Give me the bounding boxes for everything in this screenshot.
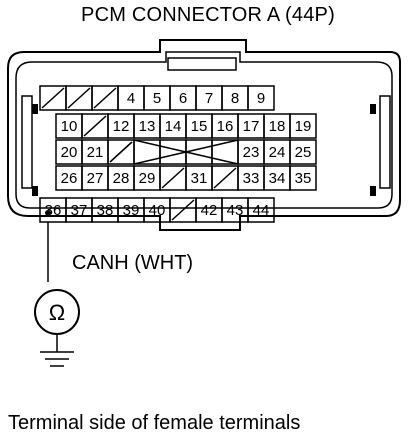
terminal-number: 28: [113, 170, 130, 187]
latch-slot: [167, 57, 237, 71]
ohmmeter-omega: Ω: [49, 300, 65, 325]
empty-cavity-slash: [161, 167, 185, 189]
terminal-number: 35: [295, 170, 312, 187]
terminal-number: 34: [269, 170, 286, 187]
terminal-number: 8: [231, 90, 239, 107]
terminal-grid: 4 5 6 7 8 9 10 12 13 14 15 16 17 18 19 20 21 23 24 25 26 27 28…: [39, 85, 317, 223]
terminal-number: 12: [113, 118, 130, 135]
empty-cavity-slash: [109, 141, 133, 163]
terminal-number: 31: [191, 170, 208, 187]
terminal-number: 42: [201, 202, 218, 219]
terminal-number: 9: [257, 90, 265, 107]
terminal-cell: [289, 139, 317, 165]
corner-key-left-bottom: [32, 186, 38, 196]
terminal-number: 6: [179, 90, 187, 107]
corner-key-left-top: [32, 104, 38, 114]
terminal-number: 5: [153, 90, 161, 107]
empty-cavity-slash: [67, 87, 91, 109]
terminal-number: 23: [243, 144, 260, 161]
terminal-number: 20: [61, 144, 78, 161]
side-key-left: [21, 95, 33, 189]
terminal-number: 7: [205, 90, 213, 107]
terminal-number: 18: [269, 118, 286, 135]
terminal-number: 29: [139, 170, 156, 187]
terminal-number: 4: [127, 90, 135, 107]
empty-cavity-slash: [83, 115, 107, 137]
terminal-number: 33: [243, 170, 260, 187]
terminal-number: 26: [61, 170, 78, 187]
terminal-number: 13: [139, 118, 156, 135]
terminal-number: 17: [243, 118, 260, 135]
connector-shell-inner: [15, 51, 393, 209]
terminal-cell: [289, 113, 317, 139]
corner-key-right-bottom: [370, 186, 376, 196]
terminal-cell: [247, 85, 275, 111]
terminal-number: 16: [217, 118, 234, 135]
lead-contact-dot: [45, 210, 51, 216]
terminal-number: 37: [71, 202, 88, 219]
terminal-number: 27: [87, 170, 104, 187]
empty-cavity-slash: [171, 199, 195, 221]
terminal-cell: [289, 165, 317, 191]
terminal-number: 14: [165, 118, 182, 135]
empty-cavity-slash: [213, 167, 237, 189]
footer-caption: Terminal side of female terminals: [8, 412, 301, 434]
terminal-number: 19: [295, 118, 312, 135]
signal-label: CANH (WHT): [72, 252, 194, 274]
terminal-number: 38: [97, 202, 114, 219]
terminal-number: 44: [253, 202, 270, 219]
terminal-number: 15: [191, 118, 208, 135]
terminal-number: 39: [123, 202, 140, 219]
terminal-number: 40: [149, 202, 166, 219]
empty-cavity-slash: [41, 87, 65, 109]
terminal-cell: [185, 139, 213, 165]
connector-shell-outer: [7, 39, 401, 231]
terminal-number: 25: [295, 144, 312, 161]
terminal-number: 43: [227, 202, 244, 219]
terminal-number: 24: [269, 144, 286, 161]
terminal-cell: [247, 197, 275, 223]
terminal-number: 21: [87, 144, 104, 161]
corner-key-right-top: [370, 104, 376, 114]
terminal-number: 10: [61, 118, 78, 135]
connector-title: PCM CONNECTOR A (44P): [81, 4, 335, 26]
blocked-cavity-cross: [133, 139, 239, 165]
empty-cavity-slash: [93, 87, 117, 109]
side-key-right: [379, 95, 391, 189]
terminal-cell: [159, 139, 187, 165]
